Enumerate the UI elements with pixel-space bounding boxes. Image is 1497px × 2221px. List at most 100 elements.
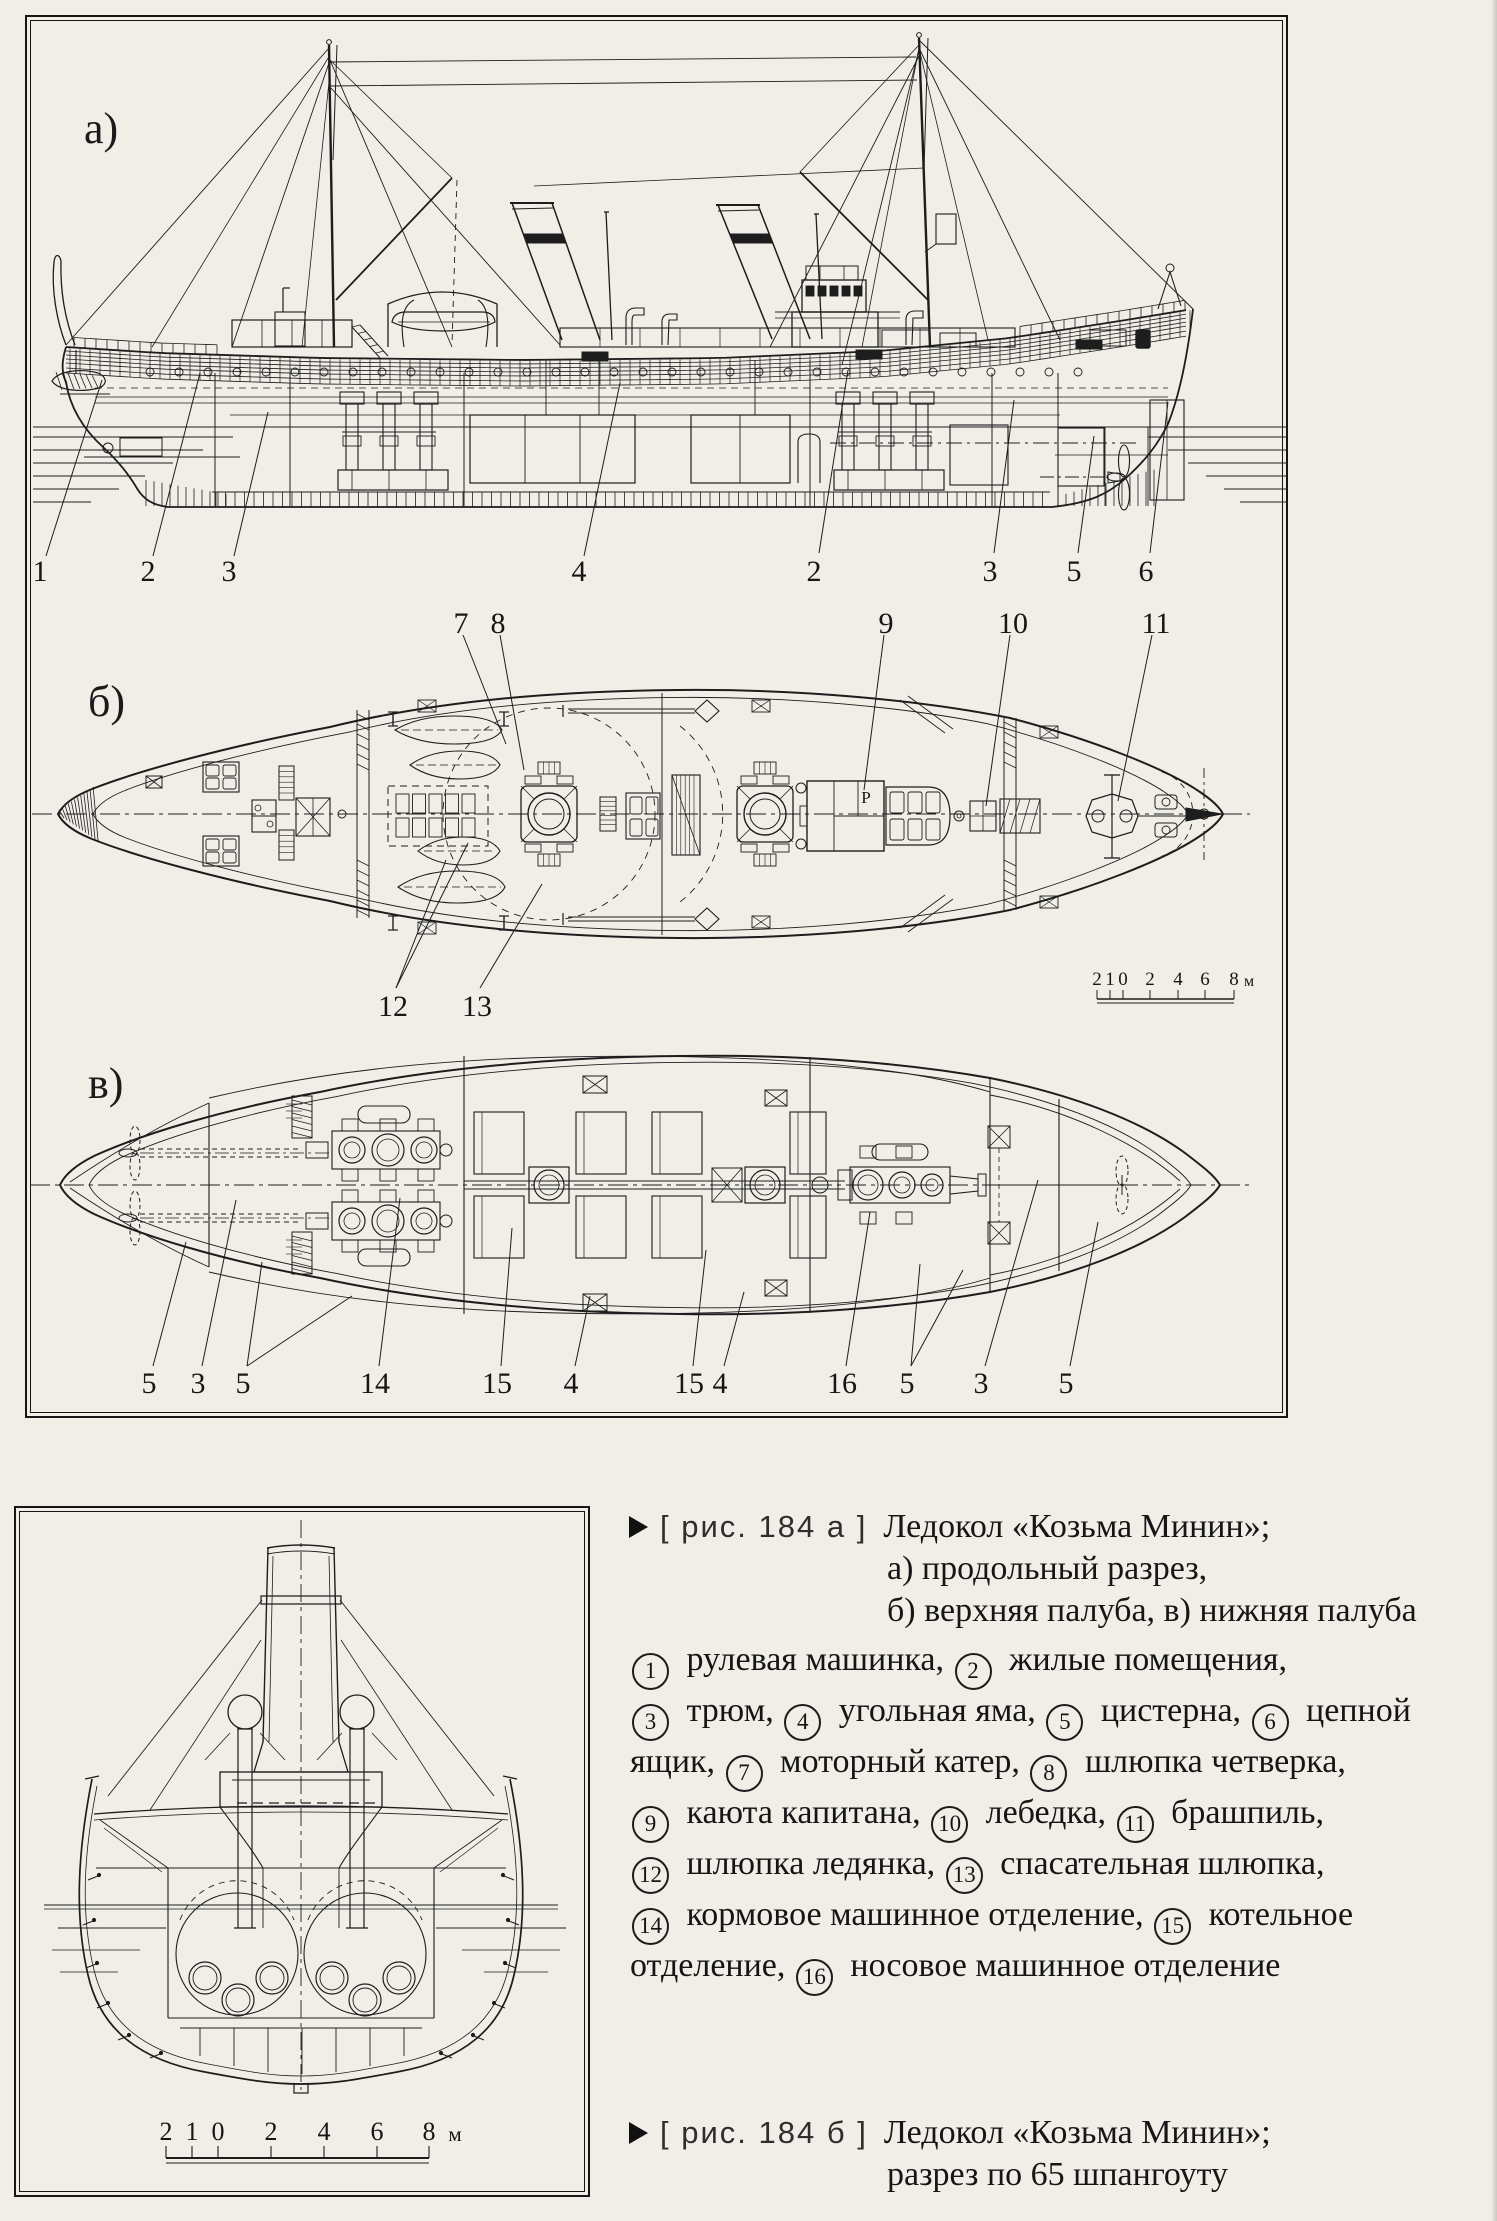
deck-callout-number: 4 [713,1367,728,1400]
lower-deck-hull [30,1054,1252,1316]
arrow-right-icon [629,2122,648,2144]
deck-callout-number: 10 [998,607,1028,640]
section-ventilators [204,1694,398,1929]
legend-item-number: 5 [1046,1704,1084,1741]
scale-unit: м [448,2122,461,2146]
legend-item-label: котельное [1200,1896,1354,1933]
deck-callout-number: 12 [378,990,408,1023]
deck-callout-number: 3 [974,1367,989,1400]
scale-number: 0 [212,2117,225,2146]
legend-line: ящик, 7 моторный катер, 8 шлюпка четверк… [630,1741,1480,1792]
bow-propeller [1040,444,1131,511]
scale-number: 2 [1092,969,1102,990]
deck-callout-number: 7 [454,607,469,640]
legend-line: 1 рулевая машинка, 2 жилые помещения, [630,1639,1480,1690]
figure-ref: [ рис. 184 б ] [660,2115,868,2150]
figure-title: Ледокол «Козьма Минин»; [883,2114,1271,2151]
waterline [33,426,1288,503]
hull-interior [95,373,1168,506]
scale-number: 8 [423,2117,436,2146]
scale-number: 2 [1145,969,1155,990]
portholes [145,367,1083,377]
legend-line: 3 трюм, 4 угольная яма, 5 цистерна, 6 це… [630,1690,1480,1741]
scale-number: 6 [1200,969,1210,990]
legend-item-number: 14 [632,1908,669,1945]
legend-item-label: цепной [1297,1692,1411,1729]
caption-line: б) верхняя палуба, в) нижняя палуба [887,1592,1417,1629]
deck-callout-number: 15 [482,1367,512,1400]
figure-title: Ледокол «Козьма Минин»; [883,1508,1271,1545]
figure-legend: 1 рулевая машинка, 2 жилые помещения,3 т… [630,1639,1480,1996]
legend-line: отделение, 16 носовое машинное отделение [630,1945,1480,1996]
legend-item-label: каюта капитана, [678,1794,930,1831]
legend-item-number: 7 [725,1755,763,1792]
section-frame [14,1506,590,2197]
legend-item-label: моторный катер, [771,1743,1029,1780]
scale-number: 0 [1118,969,1128,990]
side-hull [61,299,1194,508]
deck-callout-number: 13 [462,990,492,1023]
legend-item-number: 3 [632,1704,669,1741]
legend-item-label: ящик, [630,1743,724,1780]
legend-item-number: 9 [632,1806,669,1843]
caption-line: разрез по 65 шпангоуту [887,2156,1229,2193]
deck-callout-number: 5 [142,1367,157,1400]
legend-item-number: 12 [632,1857,669,1894]
legend-item-label: угольная яма, [830,1692,1045,1729]
scan-edge-shadow [1491,0,1497,2221]
section-hull [78,1775,524,2094]
side-callout-number: 2 [807,555,822,588]
panel-label-v: в) [88,1059,124,1108]
stern-propellers [118,1095,330,1275]
legend-item-label: кормовое машинное отделение, [678,1896,1153,1933]
derrick-booms [562,695,954,933]
windlass [1085,771,1223,859]
captain-cabin: Р [795,780,951,852]
deck-callout-number: 11 [1142,607,1171,640]
legend-item-number: 13 [945,1857,983,1894]
figure-frame-inner [30,20,1283,1413]
engine-casing [387,785,489,847]
legend-item-label: жилые помещения, [1000,1641,1288,1678]
legend-item-number: 4 [784,1704,822,1741]
deck-callout-number: 14 [360,1367,390,1400]
legend-item-label: отделение, [630,1947,794,1984]
section-frame-inner [19,1511,585,2192]
rudder-and-stern [51,254,240,458]
legend-line: 12 шлюпка ледянка, 13 спасательная шлюпк… [630,1843,1480,1894]
legend-item-label: трюм, [678,1692,783,1729]
deck-callout-number: 5 [236,1367,251,1400]
section-funnel [107,1544,495,1928]
deck-callout-number: 9 [879,607,894,640]
caption-fig-184a: [ рис. 184 а ]Ледокол «Козьма Минин»; а)… [629,1506,1417,1632]
panel-label-a: а) [84,104,119,153]
scale-number: 8 [1229,969,1239,990]
deck-callout-number: 16 [827,1367,857,1400]
scale-unit: м [1244,973,1254,990]
scale-number: 1 [186,2117,199,2146]
side-callout-number: 2 [141,555,156,588]
section-boilers [167,1868,435,2074]
legend-item-label: цистерна, [1092,1692,1250,1729]
scale-number: 2 [160,2117,173,2146]
legend-item-label: шлюпка четверка, [1076,1743,1346,1780]
legend-item-number: 10 [931,1806,969,1843]
figure-ref: [ рис. 184 а ] [660,1509,868,1544]
deck-boats [388,711,509,931]
side-callout-number: 4 [572,555,587,588]
panel-label-b: б) [88,677,126,726]
side-callout-number: 3 [983,555,998,588]
figure-frame [25,15,1288,1418]
legend-item-label: брашпиль, [1162,1794,1324,1831]
masts-rigging [65,32,1194,366]
legend-item-label: лебедка, [977,1794,1115,1831]
